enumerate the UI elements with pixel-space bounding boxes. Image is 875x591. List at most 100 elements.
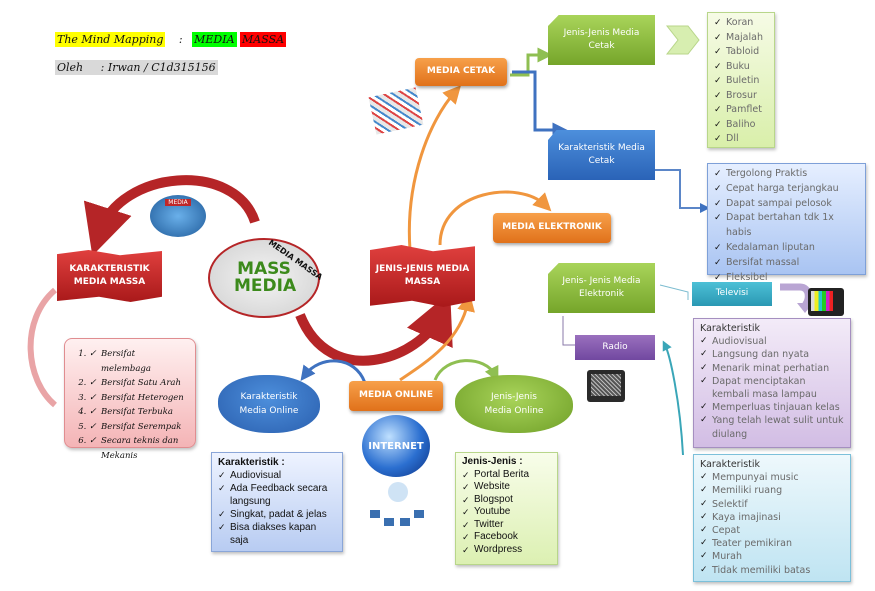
list-item: Secara teknis dan Mekanis: [89, 434, 185, 463]
signpost-image: MEDIA: [150, 195, 206, 237]
list-karakteristik-media-online: Karakteristik : AudiovisualAda Feedback …: [211, 452, 343, 552]
list-item: Wordpress: [462, 544, 551, 557]
arrow-online-karakteristik: [300, 359, 367, 384]
signpost-label: MEDIA: [165, 199, 191, 206]
list-item: Murah: [700, 550, 844, 563]
cloud-karakteristik-media-online[interactable]: Karakteristik Media Online: [218, 375, 320, 433]
list-item: Tabloid: [714, 45, 768, 60]
list-item: Dapat bertahan tdk 1x habis: [714, 211, 859, 241]
list-item: Kaya imajinasi: [700, 511, 844, 524]
list-item: Koran: [714, 16, 768, 31]
list-jenis-media-cetak: KoranMajalahTabloidBukuBuletinBrosurPamf…: [707, 12, 775, 148]
arrow-online-jenis: [399, 293, 475, 382]
list-item: Tidak memiliki batas: [700, 564, 844, 577]
list-item: Bersifat massal: [714, 256, 859, 271]
title-label: The Mind Mapping: [55, 32, 166, 47]
list-karakteristik-radio: Karakteristik Mempunyai musicMemiliki ru…: [693, 454, 851, 582]
arrow-to-karakteristik: [83, 175, 260, 256]
cloud-jenis-media-online[interactable]: Jenis-Jenis Media Online: [455, 375, 573, 433]
list-item: Mempunyai music: [700, 471, 844, 484]
list-item: Memperluas tinjauan kelas: [700, 401, 844, 414]
title-word-media: MEDIA: [192, 32, 237, 47]
list-item: Cepat harga terjangkau: [714, 182, 859, 197]
radio-list-heading: Karakteristik: [700, 459, 761, 470]
node-televisi[interactable]: Televisi: [692, 282, 772, 306]
author-value: : Irwan / C1d315156: [100, 61, 216, 74]
node-radio[interactable]: Radio: [575, 335, 655, 360]
cloud-jenis-label: Jenis-Jenis Media Online: [484, 391, 544, 416]
arrow-to-karakteristik-list: [27, 287, 58, 408]
list-item: Buletin: [714, 74, 768, 89]
list-item: Fleksibel: [714, 271, 859, 286]
list-item: Kedalaman liputan: [714, 241, 859, 256]
list-item: Dll: [714, 132, 768, 147]
list-item: Twitter: [462, 519, 551, 532]
list-item: Majalah: [714, 31, 768, 46]
list-item: Website: [462, 481, 551, 494]
internet-label: INTERNET: [368, 440, 424, 452]
mass-media-text: MASS MEDIA: [234, 259, 297, 296]
list-item: Portal Berita: [462, 469, 551, 482]
list-item: Audiovisual: [700, 335, 844, 348]
list-jenis-media-online: Jenis-Jenis : Portal BeritaWebsiteBlogsp…: [455, 452, 558, 565]
list-item: Buku: [714, 60, 768, 75]
list-item: Bersifat Satu Arah: [89, 376, 185, 391]
title-word-massa: MASSA: [240, 32, 287, 47]
online-karakteristik-heading: Karakteristik :: [218, 457, 285, 468]
arrow-cetak-karakteristik: [512, 70, 568, 138]
node-jenis-media-massa[interactable]: JENIS-JENIS MEDIA MASSA: [370, 245, 475, 307]
cloud-karakteristik-label: Karakteristik Media Online: [239, 391, 299, 416]
node-media-elektronik[interactable]: MEDIA ELEKTRONIK: [493, 213, 611, 243]
mass-media-image: MASS MEDIA: [208, 238, 320, 318]
radio-icon: [587, 370, 625, 402]
author-label: Oleh: [57, 61, 84, 74]
list-item: Youtube: [462, 506, 551, 519]
arrow-karakteristik-cetak-list: [655, 169, 710, 213]
node-jenis-media-cetak[interactable]: Jenis-Jenis Media Cetak: [548, 15, 655, 65]
arrow-to-media-elektronik: [438, 190, 552, 246]
chevron-arrow-icon: [665, 25, 700, 55]
list-karakteristik-media-cetak: Tergolong PraktisCepat harga terjangkauD…: [707, 163, 866, 285]
list-item: Bisa diakses kapan saja: [218, 521, 336, 547]
list-item: Selektif: [700, 498, 844, 511]
television-icon: [808, 288, 844, 316]
node-jenis-media-elektronik[interactable]: Jenis- Jenis Media Elektronik: [548, 263, 655, 313]
list-item: Bersifat Terbuka: [89, 405, 185, 420]
node-media-cetak[interactable]: MEDIA CETAK: [415, 58, 507, 86]
arrow-cetak-jenis: [510, 47, 553, 77]
network-computers-icon: [368, 482, 428, 532]
list-item: Dapat sampai pelosok: [714, 197, 859, 212]
node-karakteristik-media-massa[interactable]: KARAKTERISTIK MEDIA MASSA: [57, 250, 162, 302]
list-item: Langsung dan nyata: [700, 348, 844, 361]
arrow-televisi-karakteristik: [780, 283, 812, 308]
arrow-to-jenis-media-massa: [295, 292, 453, 366]
arrow-to-media-cetak: [407, 85, 461, 251]
online-jenis-heading: Jenis-Jenis :: [462, 456, 523, 467]
televisi-list-heading: Karakteristik: [700, 323, 761, 334]
node-media-online[interactable]: MEDIA ONLINE: [349, 381, 443, 411]
list-karakteristik-televisi: Karakteristik AudiovisualLangsung dan ny…: [693, 318, 851, 448]
list-item: Yang telah lewat sulit untuk diulang: [700, 414, 844, 440]
node-karakteristik-media-cetak[interactable]: Karakteristik Media Cetak: [548, 130, 655, 180]
list-item: Ada Feedback secara langsung: [218, 482, 336, 508]
list-item: Bersifat melembaga: [89, 347, 185, 376]
list-item: Audiovisual: [218, 469, 336, 482]
list-item: Blogspot: [462, 494, 551, 507]
arrow-online-jenis-online: [433, 359, 499, 382]
list-item: Baliho: [714, 118, 768, 133]
list-item: Pamflet: [714, 103, 768, 118]
line-elektronik-radio: [562, 316, 575, 346]
list-item: Memiliki ruang: [700, 484, 844, 497]
list-item: Teater pemikiran: [700, 537, 844, 550]
list-item: Bersifat Serempak: [89, 420, 185, 435]
list-item: Dapat menciptakan kembali masa lampau: [700, 375, 844, 401]
list-item: Cepat: [700, 524, 844, 537]
arrow-to-radio: [662, 340, 684, 456]
map-title: The Mind Mapping : MEDIA MASSA: [55, 32, 287, 47]
internet-globe-icon: INTERNET: [362, 415, 430, 477]
list-karakteristik-media-massa: Bersifat melembagaBersifat Satu ArahBers…: [64, 338, 196, 461]
title-separator: :: [178, 33, 183, 46]
list-item: Tergolong Praktis: [714, 167, 859, 182]
list-item: Facebook: [462, 531, 551, 544]
